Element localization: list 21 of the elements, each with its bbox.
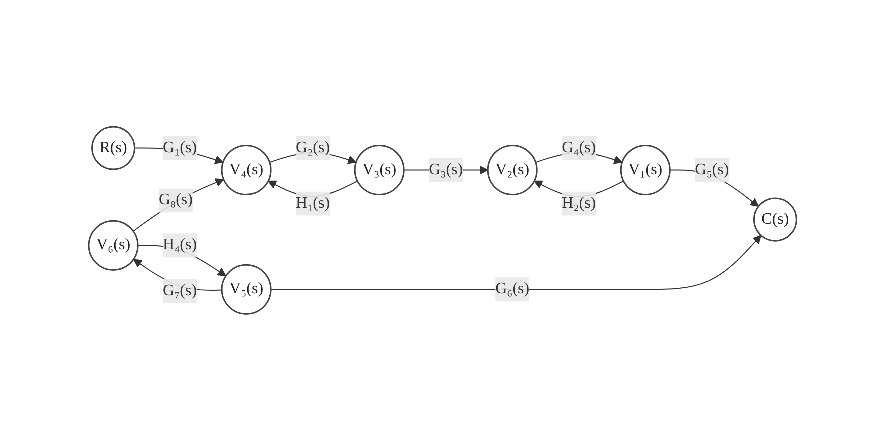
edge-label: G₁(s) [162, 139, 197, 156]
node-circle: C(s) [753, 198, 798, 242]
node-circle: V₅(s) [220, 264, 272, 315]
edge-label: G₇(s) [162, 282, 197, 300]
edge-label: G₄(s) [562, 139, 596, 156]
node-circle: V₁(s) [620, 144, 671, 196]
arrow [132, 178, 224, 232]
node-circle: V₂(s) [486, 144, 538, 196]
edge-label: G₃(s) [428, 161, 463, 178]
edge-label: G₈(s) [158, 192, 193, 209]
edge-label: G₅(s) [694, 161, 729, 178]
edge-label: G₂(s) [296, 139, 330, 156]
node-circle: V₆(s) [88, 220, 138, 271]
edge-label: H₁(s) [296, 194, 330, 212]
arrow [270, 235, 762, 290]
edge-label: H₂(s) [562, 194, 596, 212]
node-circle: R(s) [91, 126, 136, 170]
node-circle: V₄(s) [220, 144, 272, 196]
edge-label: H₄(s) [162, 236, 197, 254]
edge-label: G₆(s) [495, 280, 530, 298]
node-circle: V₃(s) [354, 144, 404, 196]
